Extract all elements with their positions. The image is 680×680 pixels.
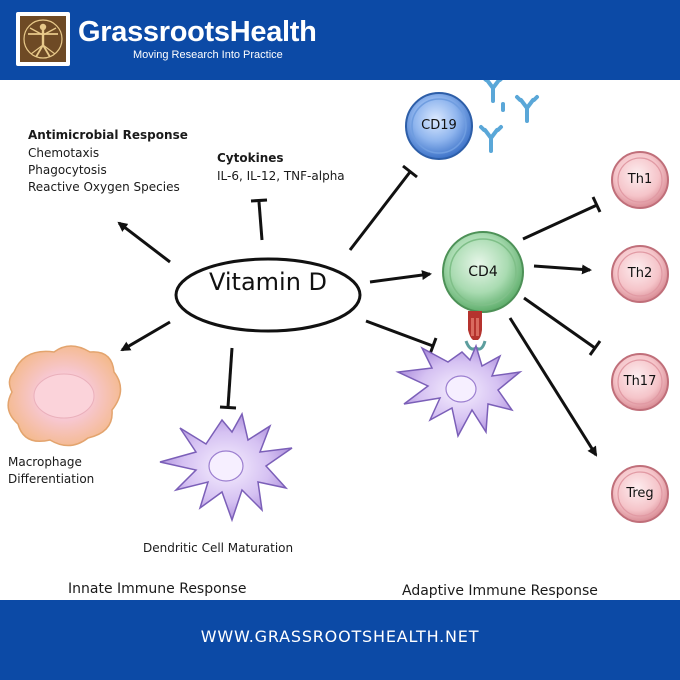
arrow-to-antimicrobial [117,221,171,264]
th2-label: Th2 [627,266,653,281]
inhibit-cd19 [348,164,418,251]
cd19-cell [405,92,473,160]
arrow-to-th2 [533,264,592,275]
cytokines-list: IL-6, IL-12, TNF-alpha [217,169,345,183]
footer-banner: WWW.GRASSROOTSHEALTH.NET [0,600,680,680]
vitamin-d-label: Vitamin D [208,268,328,296]
antimicrobial-item: Chemotaxis [28,146,100,160]
inhibit-th1 [522,196,602,241]
inhibit-dendritic-maturation [219,347,237,410]
cd4-label: CD4 [468,264,498,280]
brand-name[interactable]: GrassrootsHealth [78,16,317,48]
th17-cell [611,353,669,411]
cytokines-title: Cytokines [217,151,284,165]
header-banner: GrassrootsHealth Moving Research Into Pr… [0,0,680,80]
vitamin-d-node [174,257,362,333]
dendritic-maturation-label: Dendritic Cell Maturation [143,541,294,555]
cd19-label: CD19 [421,118,457,133]
macrophage-label: Macrophage [8,455,82,469]
dendritic-cell-innate [159,411,293,523]
antimicrobial-item: Reactive Oxygen Species [28,180,180,194]
cd4-cell [442,231,524,313]
adaptive-response-label: Adaptive Immune Response [402,583,598,599]
treg-label: Treg [626,486,654,501]
treg-cell [611,465,669,523]
antimicrobial-title: Antimicrobial Response [28,128,188,142]
th1-label: Th1 [627,172,653,187]
website-link[interactable]: WWW.GRASSROOTSHEALTH.NET [200,627,480,646]
antibody-icon [479,80,539,153]
inhibit-th17 [523,296,602,356]
th17-label: Th17 [623,374,657,389]
arrow-to-macrophage [120,320,171,352]
arrow-to-treg [508,317,598,457]
th1-cell [611,151,669,209]
antimicrobial-item: Phagocytosis [28,163,107,177]
dendritic-cell-adaptive [395,343,523,439]
vitruvian-man-icon [20,16,66,62]
inhibit-cytokines [250,198,268,241]
inhibit-dendritic-adaptive [365,319,438,355]
logo[interactable] [16,12,70,66]
arrow-to-cd4 [369,270,432,284]
th2-cell [611,245,669,303]
macrophage-cell [7,345,122,447]
immune-diagram [7,80,669,523]
macrophage-label: Differentiation [8,472,95,486]
brand-tagline: Moving Research Into Practice [133,49,283,61]
innate-response-label: Innate Immune Response [68,581,247,597]
